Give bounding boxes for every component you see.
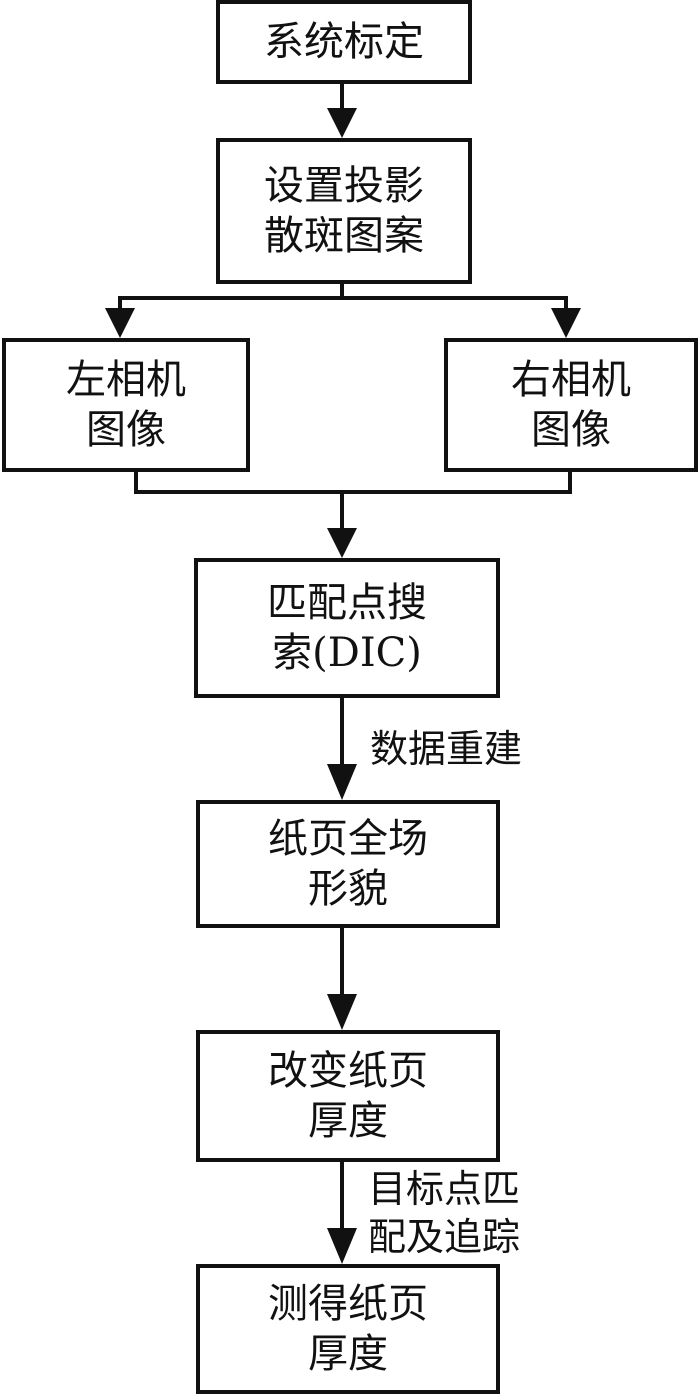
node-left-camera-label-line1: 左相机 — [66, 357, 186, 403]
arrowhead-to-projection — [327, 108, 357, 138]
node-measure-thickness: 测得纸页 厚度 — [196, 1264, 500, 1394]
edge-label-tracking: 目标点匹 配及追踪 — [368, 1166, 520, 1261]
node-right-camera: 右相机 图像 — [444, 338, 698, 472]
node-left-camera: 左相机 图像 — [2, 338, 250, 472]
node-projection-label-line2: 散斑图案 — [264, 213, 424, 259]
node-matching-label-line1: 匹配点搜 — [267, 580, 427, 626]
node-right-camera-label-line2: 图像 — [531, 407, 611, 453]
arrowhead-to-topography — [327, 764, 357, 800]
arrowhead-to-right-camera — [551, 308, 581, 338]
node-matching: 匹配点搜 索(DIC) — [194, 558, 500, 698]
node-left-camera-label-line2: 图像 — [86, 407, 166, 453]
node-topography: 纸页全场 形貌 — [196, 800, 500, 928]
node-change-thickness-label-line2: 厚度 — [308, 1098, 388, 1144]
connector-cameras-merge — [134, 470, 572, 494]
connector-split-to-cameras — [118, 296, 568, 312]
edge-label-tracking-line1: 目标点匹 — [368, 1167, 521, 1211]
arrowhead-to-left-camera — [105, 308, 135, 338]
edge-label-tracking-line2: 配及追踪 — [368, 1214, 521, 1259]
node-projection: 设置投影 散斑图案 — [216, 138, 472, 284]
node-calibration-label: 系统标定 — [264, 19, 424, 65]
node-calibration: 系统标定 — [216, 0, 472, 84]
node-measure-thickness-label-line1: 测得纸页 — [268, 1281, 428, 1327]
arrowhead-to-measure — [327, 1228, 357, 1264]
node-change-thickness: 改变纸页 厚度 — [196, 1030, 500, 1162]
node-projection-label-line1: 设置投影 — [264, 163, 424, 209]
edge-label-reconstruction-line1: 数据重建 — [370, 727, 523, 771]
node-matching-label-line2: 索(DIC) — [272, 630, 422, 676]
node-measure-thickness-label-line2: 厚度 — [308, 1331, 388, 1377]
node-topography-label-line2: 形貌 — [308, 866, 388, 912]
node-topography-label-line1: 纸页全场 — [268, 816, 428, 862]
edge-label-reconstruction: 数据重建 — [370, 726, 522, 774]
arrowhead-to-matching — [327, 528, 357, 558]
node-right-camera-label-line1: 右相机 — [511, 357, 631, 403]
node-change-thickness-label-line1: 改变纸页 — [268, 1048, 428, 1094]
arrowhead-to-change — [327, 994, 357, 1030]
